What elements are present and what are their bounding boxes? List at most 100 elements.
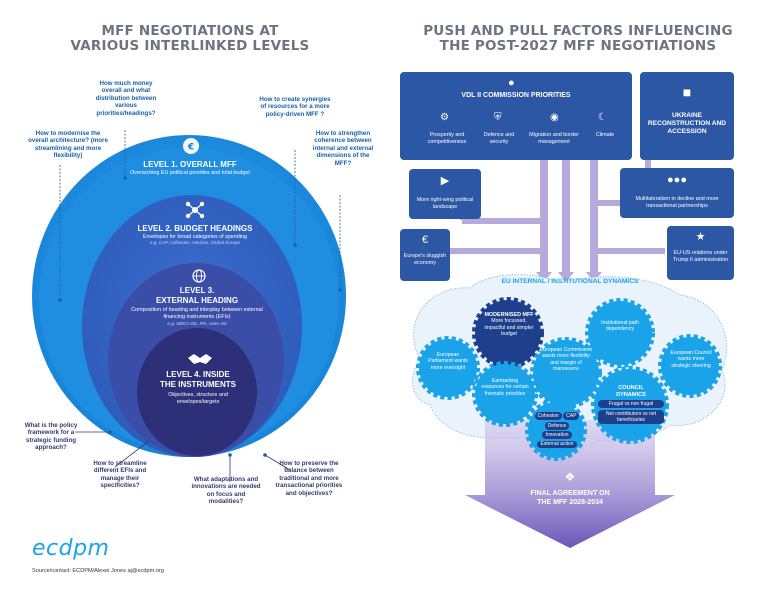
level4-title-1: LEVEL 4. INSIDE bbox=[166, 370, 230, 379]
shield-icon: ⛨ bbox=[494, 112, 502, 123]
level1-title: LEVEL 1. OVERALL MFF bbox=[143, 160, 237, 169]
dynamics-title: EU INTERNAL / INSTITUTIONAL DYNAMICS bbox=[501, 278, 639, 285]
level3-title-2: EXTERNAL HEADING bbox=[155, 295, 239, 305]
dot-q6 bbox=[148, 438, 152, 442]
question-balance: How to preserve the balance between trad… bbox=[275, 460, 343, 497]
path-dependency-text: Institutional path dependency bbox=[601, 320, 639, 333]
cog-earmarking bbox=[472, 361, 538, 427]
dot-q3 bbox=[58, 298, 62, 302]
final-line2: THE MFF 2028-2034 bbox=[537, 498, 603, 506]
vdl-title: VDL II COMMISSION PRIORITIES bbox=[461, 92, 571, 99]
level2-block: LEVEL 2. BUDGET HEADINGS Envelopes for b… bbox=[100, 224, 290, 246]
group-icon: ●●● bbox=[667, 174, 687, 186]
level4-title-2: THE INSTRUMENTS bbox=[160, 379, 236, 389]
ukraine-box: ■ UKRAINE RECONSTRUCTION AND ACCESSION bbox=[640, 72, 734, 160]
level3-example: e.g. NDICI-GE, IPA, Hum Aid bbox=[167, 320, 227, 326]
dot-q8 bbox=[263, 453, 267, 457]
earmarking-text: Earmarking resources for certain themati… bbox=[481, 378, 529, 397]
commission-text: European Commission wants more flexibili… bbox=[539, 347, 593, 373]
pill-frugal: Frugal vs non frugal bbox=[598, 400, 664, 409]
left-title: MFF NEGOTIATIONS AT VARIOUS INTERLINKED … bbox=[60, 24, 320, 54]
right-wing-box: ▶ More right-wing political landscape bbox=[409, 169, 481, 219]
migration-icon: ◉ bbox=[550, 112, 559, 123]
pill-external-action: External action bbox=[537, 440, 577, 449]
right-title: PUSH AND PULL FACTORS INFLUENCING THE PO… bbox=[420, 24, 736, 54]
pill-defence: Defence bbox=[544, 421, 570, 430]
vdl-item-defence: Defence and security bbox=[483, 132, 515, 145]
handshake-icon bbox=[188, 354, 212, 364]
person-icon: ● bbox=[508, 77, 515, 89]
vdl-item-climate: Climate bbox=[595, 132, 615, 138]
economy-label: Europe's sluggish economy bbox=[403, 253, 447, 266]
leader-q8 bbox=[264, 454, 291, 471]
multilateralism-box: ●●● Multilateralism in decline and more … bbox=[620, 168, 734, 218]
pill-cap: CAP bbox=[563, 412, 580, 420]
dot-q2 bbox=[293, 243, 297, 247]
level2-title: LEVEL 2. BUDGET HEADINGS bbox=[137, 224, 253, 233]
final-line1: FINAL AGREEMENT ON bbox=[530, 490, 610, 497]
dot-q4 bbox=[338, 288, 342, 292]
level3-title-1: LEVEL 3. bbox=[179, 286, 215, 295]
level2-example: e.g. CAP, Cohesion, Horizon, Global Euro… bbox=[149, 240, 241, 246]
eu-us-label: EU-US relations under Trump II administr… bbox=[673, 250, 728, 263]
level4-ellipse bbox=[137, 328, 257, 456]
final-agreement-label: FINAL AGREEMENT ON THE MFF 2028-2034 bbox=[510, 490, 630, 507]
ecdpm-logo: ecdpm bbox=[32, 536, 110, 561]
sector-pills: Cohesion CAP Defence Innovation External… bbox=[532, 412, 582, 449]
modernised-title: MODERNISED MFF bbox=[484, 312, 534, 318]
question-total-money: How much money overall and what distribu… bbox=[95, 80, 157, 117]
climate-icon: ☾ bbox=[598, 112, 607, 123]
question-synergies: How to create synergies of resources for… bbox=[259, 96, 331, 118]
vdl-item-migration: Migration and border management bbox=[529, 132, 579, 145]
dot-q5 bbox=[108, 430, 112, 434]
source-text: Source/contact: ECDPM/Alexei Jones aj@ec… bbox=[32, 568, 164, 574]
question-adaptations: What adaptations and innovations are nee… bbox=[191, 476, 261, 506]
pill-innovation: Innovation bbox=[542, 431, 572, 439]
dot-q1 bbox=[123, 176, 127, 180]
final-agreement-arrow bbox=[465, 420, 675, 548]
left-title-line1: MFF NEGOTIATIONS AT bbox=[101, 23, 279, 39]
right-wing-label: More right-wing political landscape bbox=[416, 197, 474, 210]
economy-box: € Europe's sluggish economy bbox=[400, 229, 450, 281]
ukraine-map-icon: ■ bbox=[682, 84, 692, 100]
question-modernise: How to modernise the overall architectur… bbox=[28, 130, 108, 160]
level4-block: LEVEL 4. INSIDE THE INSTRUMENTS Objectiv… bbox=[150, 370, 246, 406]
final-handshake-icon: ❖ bbox=[564, 470, 576, 484]
pill-net-contributors: Net contributors vs net beneficiaries bbox=[598, 410, 664, 425]
cog-council bbox=[658, 334, 722, 398]
question-policy-framework: What is the policy framework for a strat… bbox=[24, 422, 78, 452]
level1-subtitle: Overarching EU political priorities and … bbox=[130, 169, 250, 176]
growth-icon: ⚙ bbox=[440, 112, 449, 123]
money-bag-icon: € bbox=[183, 138, 199, 154]
level1-block: LEVEL 1. OVERALL MFF Overarching EU poli… bbox=[90, 160, 290, 176]
level4-subtitle: Objectives, structure and envelopes/targ… bbox=[168, 392, 228, 405]
right-title-line1: PUSH AND PULL FACTORS INFLUENCING bbox=[423, 23, 733, 39]
eu-us-box: ★ EU-US relations under Trump II adminis… bbox=[667, 226, 734, 280]
cog-path-dependency bbox=[585, 298, 655, 368]
council-text: European Council wants more strategic st… bbox=[670, 350, 712, 369]
leader-q6 bbox=[114, 439, 151, 468]
council-dynamics-block: COUNCIL DYNAMICS Frugal vs non frugal Ne… bbox=[598, 385, 664, 425]
council-dynamics-title: COUNCIL DYNAMICS bbox=[616, 385, 646, 398]
modernised-mff-text: MODERNISED MFF More focussed, impactful … bbox=[482, 312, 536, 338]
level3-subtitle: Composition of heading and interplay bet… bbox=[131, 307, 263, 320]
vdl-item-prosperity: Prosperity and competitiveness bbox=[427, 132, 467, 145]
multilateralism-label: Multilateralism in decline and more tran… bbox=[635, 196, 719, 209]
megaphone-icon: ▶ bbox=[440, 175, 450, 187]
globe-icon bbox=[192, 269, 206, 283]
vdl-priorities-box: ● VDL II COMMISSION PRIORITIES ⚙ ⛨ ◉ ☾ P… bbox=[400, 72, 632, 160]
network-icon bbox=[185, 201, 205, 219]
left-title-line2: VARIOUS INTERLINKED LEVELS bbox=[70, 38, 310, 54]
question-streamline-efis: How to streamline different EFIs and man… bbox=[93, 460, 147, 490]
dot-q7 bbox=[228, 453, 232, 457]
euro-coin-icon: € bbox=[421, 234, 429, 246]
question-coherence: How to strengthen coherence between inte… bbox=[312, 130, 374, 167]
ukraine-label: UKRAINE RECONSTRUCTION AND ACCESSION bbox=[647, 112, 727, 135]
pill-cohesion: Cohesion bbox=[534, 412, 562, 420]
level2-subtitle: Envelopes for broad categories of spendi… bbox=[143, 233, 247, 240]
statue-liberty-icon: ★ bbox=[695, 231, 706, 243]
cog-parliament bbox=[416, 336, 480, 400]
modernised-subtitle: More focussed, impactful and simpler bud… bbox=[484, 318, 534, 338]
level3-block: LEVEL 3. EXTERNAL HEADING Composition of… bbox=[122, 286, 272, 327]
